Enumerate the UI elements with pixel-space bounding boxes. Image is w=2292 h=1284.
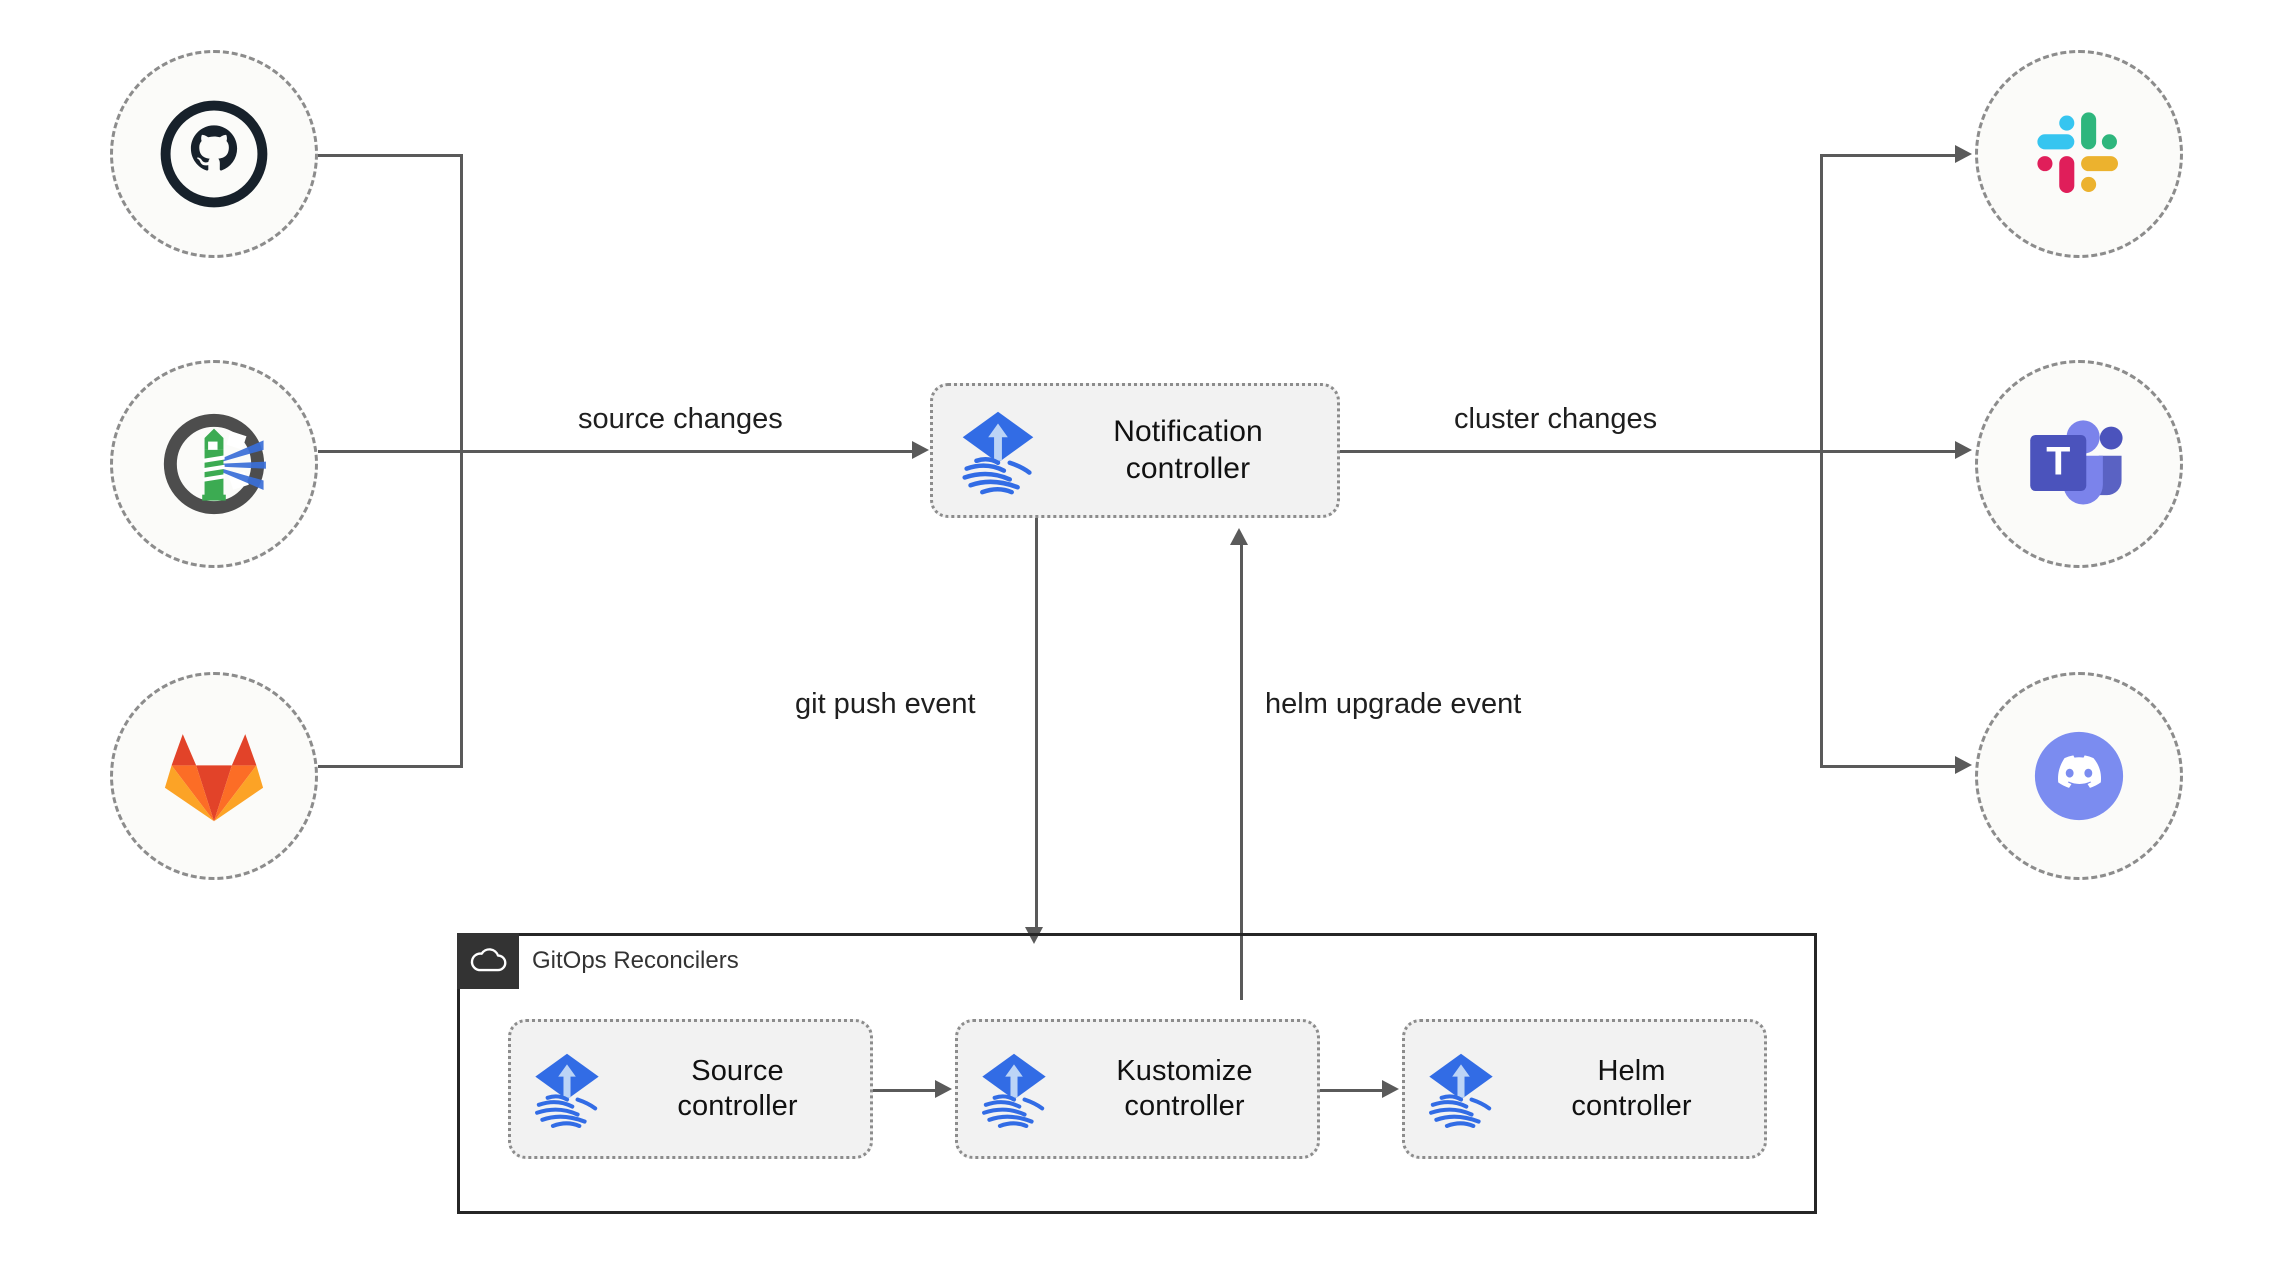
gitops-reconcilers-title: GitOps Reconcilers — [532, 947, 739, 974]
edge-label-cluster-changes: cluster changes — [1454, 403, 1658, 435]
connector-cluster-changes-line — [1340, 450, 1822, 453]
source-node-helm[interactable] — [110, 360, 318, 568]
flux-icon — [939, 402, 1057, 500]
connector-source-changes-line — [460, 450, 912, 453]
arrow-source-to-kustomize — [935, 1080, 952, 1098]
connector-teams-h — [1820, 450, 1955, 453]
target-node-discord[interactable] — [1975, 672, 2183, 880]
arrow-into-slack — [1955, 145, 1972, 163]
kustomize-controller-label: Kustomize controller — [1116, 1054, 1253, 1122]
flux-icon — [515, 1045, 619, 1133]
gitlab-icon — [158, 723, 270, 829]
arrow-into-discord — [1955, 756, 1972, 774]
connector-helm-upgrade-line — [1240, 545, 1243, 1000]
kustomize-controller-box[interactable]: Kustomize controller — [955, 1019, 1320, 1159]
flux-icon — [1409, 1045, 1513, 1133]
teams-icon: T — [2024, 412, 2134, 516]
flux-icon — [962, 1045, 1066, 1133]
connector-discord-h — [1820, 765, 1955, 768]
source-controller-box[interactable]: Source controller — [508, 1019, 873, 1159]
target-node-slack[interactable] — [1975, 50, 2183, 258]
source-controller-label: Source controller — [677, 1054, 798, 1122]
notification-controller-label: Notification controller — [1113, 414, 1263, 485]
connector-git-push-line — [1035, 518, 1038, 936]
svg-text:T: T — [2046, 439, 2070, 483]
arrow-into-notification — [912, 441, 929, 459]
helm-controller-box[interactable]: Helm controller — [1402, 1019, 1767, 1159]
edge-label-helm-upgrade-event: helm upgrade event — [1265, 688, 1522, 720]
connector-source-to-kustomize — [873, 1089, 935, 1092]
arrow-into-teams — [1955, 441, 1972, 459]
target-node-teams[interactable]: T — [1975, 360, 2183, 568]
edge-label-git-push-event: git push event — [795, 688, 976, 720]
connector-left-trunk — [460, 154, 463, 768]
helm-icon — [155, 405, 273, 523]
arrow-kustomize-to-helm — [1382, 1080, 1399, 1098]
connector-helm-h — [318, 450, 462, 453]
helm-controller-label: Helm controller — [1571, 1054, 1692, 1122]
connector-right-trunk — [1820, 154, 1823, 768]
arrow-helm-upgrade-up — [1230, 528, 1248, 545]
connector-kustomize-to-helm — [1320, 1089, 1382, 1092]
source-node-github[interactable] — [110, 50, 318, 258]
connector-gitlab-h — [318, 765, 462, 768]
source-node-gitlab[interactable] — [110, 672, 318, 880]
connector-github-h — [318, 154, 462, 157]
cloud-icon — [457, 933, 519, 989]
slack-icon — [2027, 102, 2131, 206]
discord-icon — [2016, 713, 2142, 839]
connector-slack-h — [1820, 154, 1955, 157]
edge-label-source-changes: source changes — [578, 403, 783, 435]
gitops-reconcilers-group — [457, 933, 1817, 1214]
github-icon — [159, 99, 269, 209]
notification-controller-box[interactable]: Notification controller — [930, 383, 1340, 518]
